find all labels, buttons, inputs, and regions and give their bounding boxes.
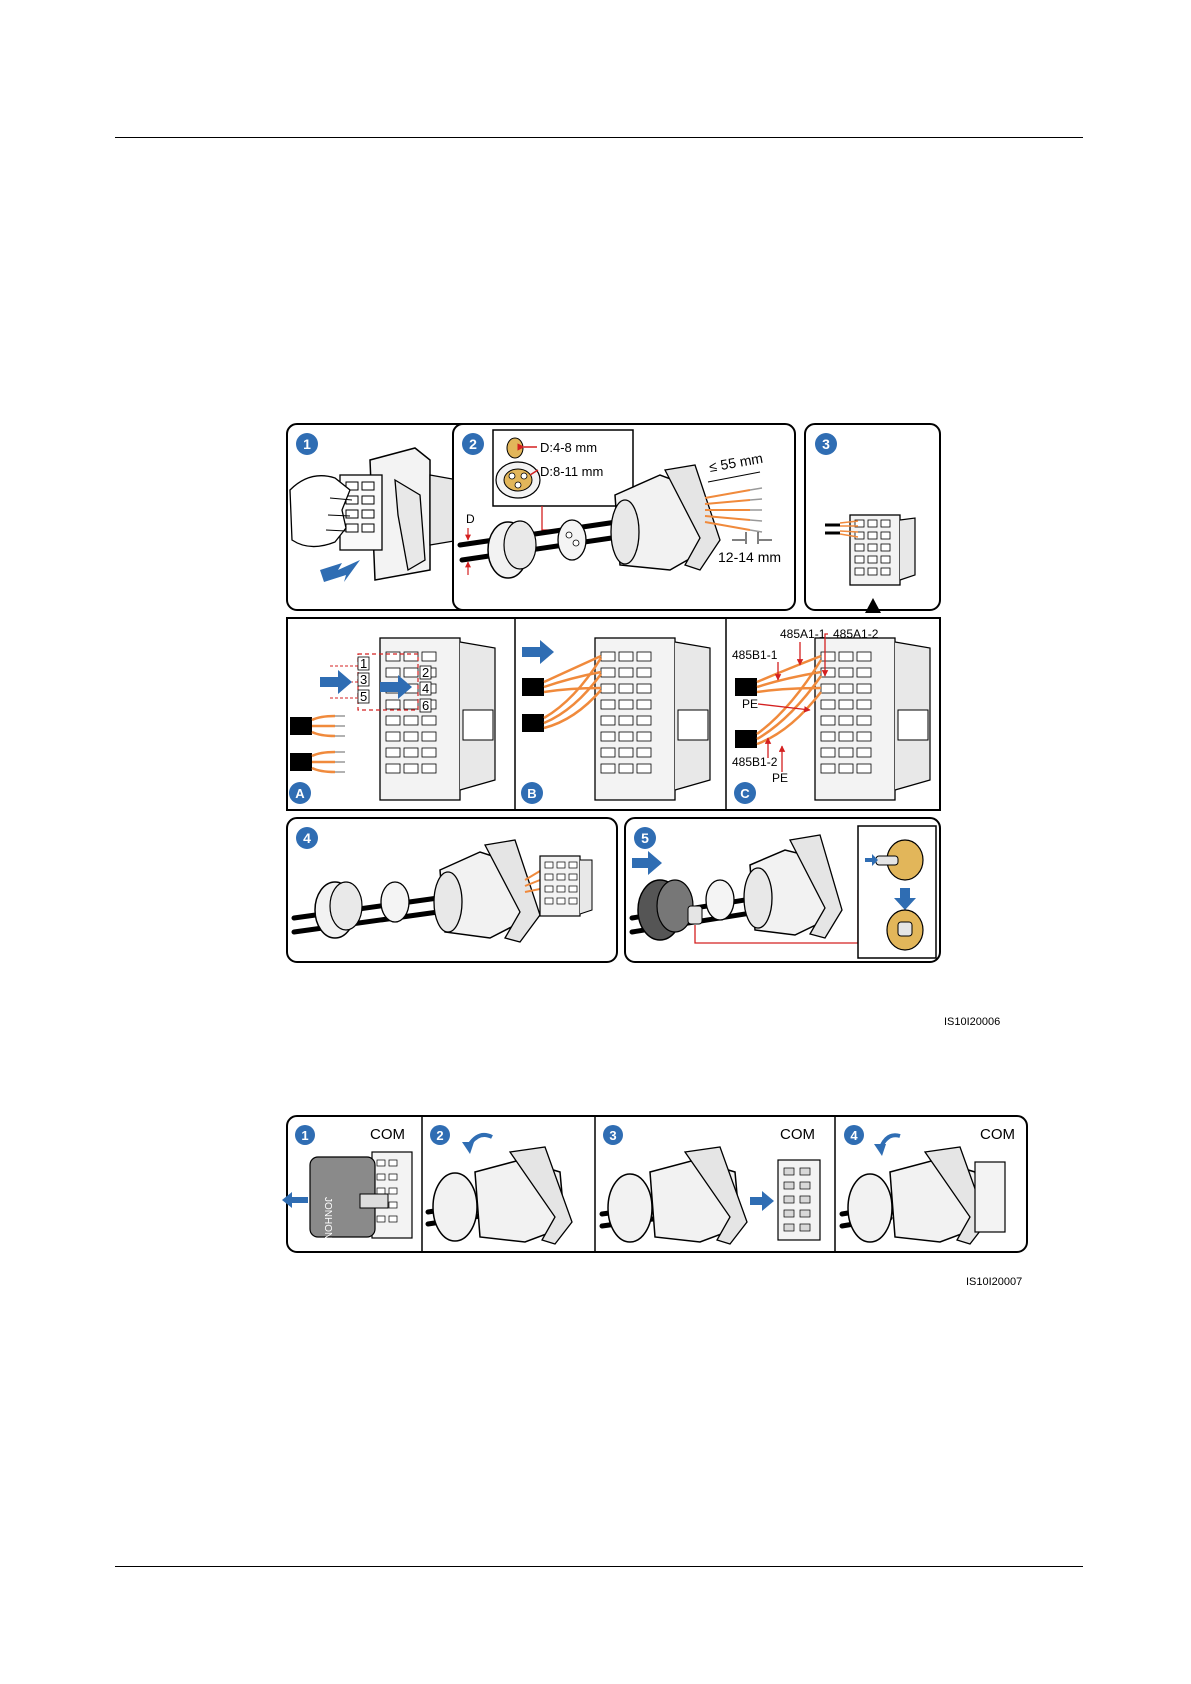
- pin-5: 5: [360, 689, 367, 704]
- step-number: 5: [641, 830, 649, 846]
- step-number: 2: [436, 1128, 443, 1143]
- figure-1-connector-wiring: 1 2 D:4-8 mm D:8-11 mm: [280, 420, 1030, 1020]
- cable-end: [290, 717, 312, 735]
- com-label: COM: [370, 1126, 405, 1143]
- label-485a1-1: 485A1-1: [780, 627, 826, 641]
- footer-rule: [115, 1566, 1083, 1567]
- locking-nut: [848, 1174, 892, 1242]
- step-number: 3: [609, 1128, 616, 1143]
- step-number: 2: [469, 436, 477, 452]
- step-letter: A: [295, 786, 305, 801]
- single-hole-seal: [507, 438, 523, 458]
- cover-brand: JONHON: [322, 1197, 333, 1239]
- label-485b1-1: 485B1-1: [732, 648, 778, 662]
- plug: [688, 906, 702, 924]
- cable-end: [735, 678, 757, 696]
- locking-nut: [433, 1173, 477, 1241]
- figure-2-com-install: 1 COM JONHON 2 3 COM: [280, 1112, 1030, 1262]
- label-485b1-2: 485B1-2: [732, 755, 778, 769]
- pin-6: 6: [422, 698, 429, 713]
- panel-step-5: 5: [625, 818, 940, 962]
- panel-step-3: 3: [805, 424, 940, 613]
- cable-end: [522, 678, 544, 696]
- panel-step-2: 2 D:4-8 mm D:8-11 mm D: [453, 424, 795, 610]
- seal-diameter-large: D:8-11 mm: [540, 464, 603, 479]
- step-number: 1: [301, 1128, 308, 1143]
- figure-2-code: IS10I20007: [966, 1276, 1022, 1288]
- step-number: 4: [850, 1128, 858, 1143]
- cable-end: [735, 730, 757, 748]
- cable-end: [290, 753, 312, 771]
- com-label: COM: [780, 1126, 815, 1143]
- step-number: 4: [303, 830, 311, 846]
- cable-end: [522, 714, 544, 732]
- label-pe-1: PE: [742, 697, 758, 711]
- panel-wiring-abc: 1 2 3 4 5 6: [287, 618, 940, 810]
- label-pe-2: PE: [772, 771, 788, 785]
- pin-3: 3: [360, 672, 367, 687]
- step-number: 3: [822, 436, 830, 452]
- seal: [381, 882, 409, 922]
- strip-end-length: 12-14 mm: [718, 549, 781, 565]
- header-rule: [115, 137, 1083, 138]
- seal-diameter-small: D:4-8 mm: [540, 440, 597, 455]
- figure-1-code: IS10I20006: [944, 1016, 1000, 1028]
- pin-1: 1: [360, 656, 367, 671]
- pin-4: 4: [422, 681, 429, 696]
- panel-step-4: 4: [287, 818, 617, 962]
- seal: [706, 880, 734, 920]
- step-letter: B: [527, 786, 536, 801]
- locking-nut: [608, 1174, 652, 1242]
- label-485a1-2: 485A1-2: [833, 627, 879, 641]
- com-port: [975, 1162, 1005, 1232]
- d-label: D: [466, 512, 475, 526]
- pin-2: 2: [422, 665, 429, 680]
- step-letter: C: [740, 786, 750, 801]
- step-number: 1: [303, 436, 311, 452]
- com-label: COM: [980, 1126, 1015, 1143]
- seal: [558, 520, 586, 560]
- panel-step-1: 1: [287, 424, 479, 610]
